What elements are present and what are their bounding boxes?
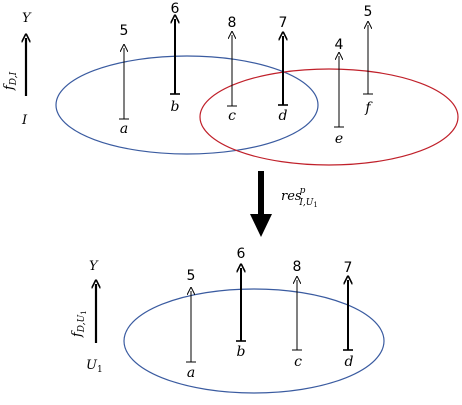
bottom-function-sub-sub: 1 (80, 310, 88, 314)
restriction-sub: I,U (298, 198, 313, 208)
top-value-a: 5 (120, 23, 129, 39)
bottom-ellipse (123, 288, 385, 394)
top-value-e: 4 (335, 37, 344, 53)
top-diagram: Y I fD,I 5 a 6 b 8 c 7 (2, 1, 459, 166)
bottom-axis-u-main: U (86, 358, 98, 373)
top-point-e: 4 e (334, 37, 344, 147)
bottom-label-b: b (237, 344, 246, 360)
bottom-function-label: fD,U1 (70, 310, 88, 338)
top-value-b: 6 (171, 1, 180, 17)
bottom-value-d: 7 (344, 260, 353, 276)
bottom-value-b: 6 (237, 246, 246, 262)
bottom-function-sub: D,U (77, 314, 87, 333)
top-function-main: f (2, 83, 17, 91)
top-function-label: fD,I (2, 71, 19, 91)
top-label-a: a (120, 121, 128, 137)
bottom-value-a: 5 (187, 268, 196, 284)
top-point-a: 5 a (119, 23, 129, 137)
bottom-function-main: f (70, 330, 85, 338)
top-label-d: d (279, 108, 288, 124)
top-point-c: 8 c (227, 15, 237, 124)
bottom-axis-u-label: U1 (86, 358, 103, 375)
top-value-c: 8 (228, 15, 237, 31)
top-point-f: 5 f (363, 4, 373, 116)
top-axis-y-label: Y (22, 11, 32, 26)
bottom-label-a: a (187, 365, 195, 381)
bottom-point-b: 6 b (236, 246, 246, 360)
top-label-e: e (335, 131, 343, 147)
bottom-label-c: c (294, 354, 302, 370)
top-function-sub: D,I (9, 71, 19, 86)
top-value-d: 7 (279, 15, 288, 31)
bottom-axis-y-label: Y (89, 259, 99, 274)
top-label-b: b (171, 99, 180, 115)
top-label-c: c (228, 108, 236, 124)
top-left-ellipse (55, 55, 319, 155)
restriction-main: res (281, 189, 302, 204)
top-right-ellipse (199, 68, 459, 166)
bottom-axis-u-sub: 1 (97, 365, 103, 375)
top-point-b: 6 b (170, 1, 180, 115)
bottom-point-c: 8 c (292, 259, 302, 370)
top-value-f: 5 (364, 4, 373, 20)
bottom-label-d: d (345, 354, 354, 370)
bottom-point-a: 5 a (186, 268, 196, 381)
bottom-diagram: Y U1 fD,U1 5 a 6 b 8 c (70, 246, 385, 394)
bottom-point-d: 7 d (343, 260, 354, 370)
restriction-sub-sub: 1 (313, 201, 317, 209)
top-axis-i-label: I (21, 113, 28, 128)
top-label-f: f (364, 100, 373, 116)
restriction-sup: p (300, 186, 306, 196)
bottom-value-c: 8 (293, 259, 302, 275)
top-point-d: 7 d (278, 15, 288, 124)
